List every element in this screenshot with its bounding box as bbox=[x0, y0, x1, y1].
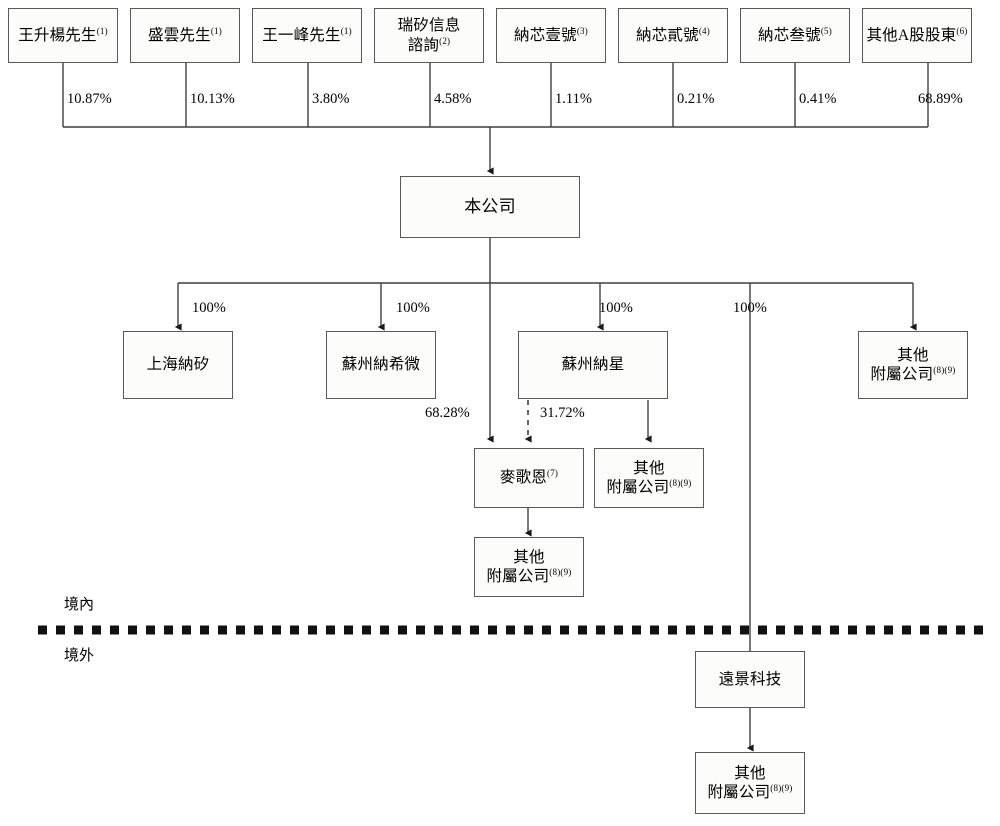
footnote-ref: (8)(9) bbox=[669, 477, 692, 488]
footnote-ref: (5) bbox=[820, 25, 832, 36]
subsidiary-box-suzhou-naxiwei[interactable]: 蘇州納希微 bbox=[326, 331, 436, 399]
shareholder-name: 納芯叁號 bbox=[758, 26, 821, 44]
offshore-child-line1: 其他 bbox=[734, 764, 766, 782]
percent-label-shanghai-naxi: 100% bbox=[192, 300, 226, 316]
percent-label-other-subsidiaries-right: 100% bbox=[733, 300, 767, 316]
footnote-ref: (2) bbox=[439, 35, 451, 46]
percent-label-wang-shengyang: 10.87% bbox=[67, 91, 112, 107]
magnachip-other-sub-line1: 其他 bbox=[513, 548, 545, 566]
footnote-ref: (3) bbox=[576, 25, 588, 36]
shareholder-box-naxin-2[interactable]: 納芯貳號(4) bbox=[618, 8, 728, 63]
footnote-ref: (6) bbox=[956, 25, 968, 36]
subsidiary-name: 上海納矽 bbox=[146, 356, 210, 374]
shareholder-connectors bbox=[62, 63, 929, 175]
footnote-ref: (1) bbox=[340, 25, 352, 36]
shareholder-label: 盛雲先生(1) bbox=[148, 26, 222, 45]
company-name: 本公司 bbox=[464, 197, 516, 217]
offshore-zone-label: 境外 bbox=[64, 648, 95, 664]
footnote-ref: (8)(9) bbox=[933, 364, 956, 375]
shareholder-name-line2: 諮詢 bbox=[407, 36, 440, 54]
magnachip-other-sub-label: 其他 附屬公司(8)(9) bbox=[486, 548, 571, 587]
shareholder-label: 納芯壹號(3) bbox=[514, 26, 588, 45]
company-box[interactable]: 本公司 bbox=[400, 176, 580, 238]
footnote-ref: (1) bbox=[210, 25, 222, 36]
shareholder-box-naxin-3[interactable]: 納芯叁號(5) bbox=[740, 8, 850, 63]
magnachip-label: 麥歌恩(7) bbox=[500, 468, 558, 487]
offshore-other-subsidiaries-box[interactable]: 其他 附屬公司(8)(9) bbox=[695, 752, 805, 814]
shareholder-box-naxin-1[interactable]: 納芯壹號(3) bbox=[496, 8, 606, 63]
shareholder-box-ruixi-info[interactable]: 瑞矽信息 諮詢(2) bbox=[374, 8, 484, 63]
onshore-zone-label: 境內 bbox=[64, 597, 95, 613]
magnachip-box[interactable]: 麥歌恩(7) bbox=[474, 448, 584, 508]
shareholder-name: 納芯貳號 bbox=[636, 26, 699, 44]
subsidiary-label: 其他 附屬公司(8)(9) bbox=[870, 346, 955, 385]
subsidiary-box-other-subsidiaries-right[interactable]: 其他 附屬公司(8)(9) bbox=[858, 331, 968, 399]
shareholder-box-wang-yifeng[interactable]: 王一峰先生(1) bbox=[252, 8, 362, 63]
percent-label-company-to-magnachip: 68.28% bbox=[425, 405, 470, 421]
shareholder-name: 王升楊先生 bbox=[18, 26, 97, 44]
footnote-ref: (4) bbox=[698, 25, 710, 36]
shareholder-label: 納芯貳號(4) bbox=[636, 26, 710, 45]
footnote-ref: (8)(9) bbox=[549, 566, 572, 577]
percent-label-other-a-shares: 68.89% bbox=[918, 91, 963, 107]
shareholder-name: 納芯壹號 bbox=[514, 26, 577, 44]
nastar-other-sub-label: 其他 附屬公司(8)(9) bbox=[606, 459, 691, 498]
percent-label-naxin-3: 0.41% bbox=[799, 91, 837, 107]
subsidiary-name: 蘇州納星 bbox=[561, 356, 625, 374]
shareholder-label: 王升楊先生(1) bbox=[18, 26, 108, 45]
magnachip-other-sub-line2: 附屬公司 bbox=[486, 568, 550, 585]
shareholder-label: 瑞矽信息 諮詢(2) bbox=[398, 16, 461, 55]
nastar-other-subsidiaries-box[interactable]: 其他 附屬公司(8)(9) bbox=[594, 448, 704, 508]
shareholder-label: 其他A股股東(6) bbox=[866, 26, 967, 45]
shareholder-box-wang-shengyang[interactable]: 王升楊先生(1) bbox=[8, 8, 118, 63]
subsidiary-box-shanghai-naxi[interactable]: 上海納矽 bbox=[123, 331, 233, 399]
nastar-other-sub-line1: 其他 bbox=[633, 459, 665, 477]
shareholder-label: 王一峰先生(1) bbox=[262, 26, 352, 45]
magnachip-name: 麥歌恩 bbox=[499, 469, 547, 487]
percent-label-naxin-1: 1.11% bbox=[555, 91, 592, 107]
shareholder-name-line1: 瑞矽信息 bbox=[397, 17, 461, 35]
magnachip-other-subsidiaries-box[interactable]: 其他 附屬公司(8)(9) bbox=[474, 537, 584, 597]
shareholder-name: 王一峰先生 bbox=[262, 26, 341, 44]
nastar-other-sub-line2: 附屬公司 bbox=[606, 479, 670, 496]
shareholder-box-other-a-shares[interactable]: 其他A股股東(6) bbox=[862, 8, 972, 63]
percent-label-suzhou-naxiwei: 100% bbox=[396, 300, 430, 316]
footnote-ref: (1) bbox=[96, 25, 108, 36]
subsidiary-box-suzhou-naxing[interactable]: 蘇州納星 bbox=[518, 331, 668, 399]
percent-label-wang-yifeng: 3.80% bbox=[312, 91, 350, 107]
shareholder-name: 其他A股股東 bbox=[866, 26, 957, 44]
subsidiary-name-line1: 其他 bbox=[897, 346, 929, 364]
offshore-child-line2: 附屬公司 bbox=[707, 784, 771, 801]
percent-label-sheng-yun: 10.13% bbox=[190, 91, 235, 107]
offshore-child-label: 其他 附屬公司(8)(9) bbox=[707, 764, 792, 803]
subsidiary-name: 蘇州納希微 bbox=[341, 356, 421, 374]
shareholder-name: 盛雲先生 bbox=[148, 26, 211, 44]
footnote-ref: (7) bbox=[547, 468, 559, 479]
percent-label-ruixi-info: 4.58% bbox=[434, 91, 472, 107]
footnote-ref: (8)(9) bbox=[770, 782, 793, 793]
subsidiary-name-line2: 附屬公司 bbox=[870, 366, 934, 383]
offshore-parent-box-yuanjing-tech[interactable]: 遠景科技 bbox=[695, 651, 805, 708]
shareholder-label: 納芯叁號(5) bbox=[758, 26, 832, 45]
shareholder-box-sheng-yun[interactable]: 盛雲先生(1) bbox=[130, 8, 240, 63]
percent-label-suzhou-naxing: 100% bbox=[599, 300, 633, 316]
percent-label-nastar-to-magnachip: 31.72% bbox=[540, 405, 585, 421]
offshore-parent-name: 遠景科技 bbox=[718, 670, 782, 688]
percent-label-naxin-2: 0.21% bbox=[677, 91, 715, 107]
